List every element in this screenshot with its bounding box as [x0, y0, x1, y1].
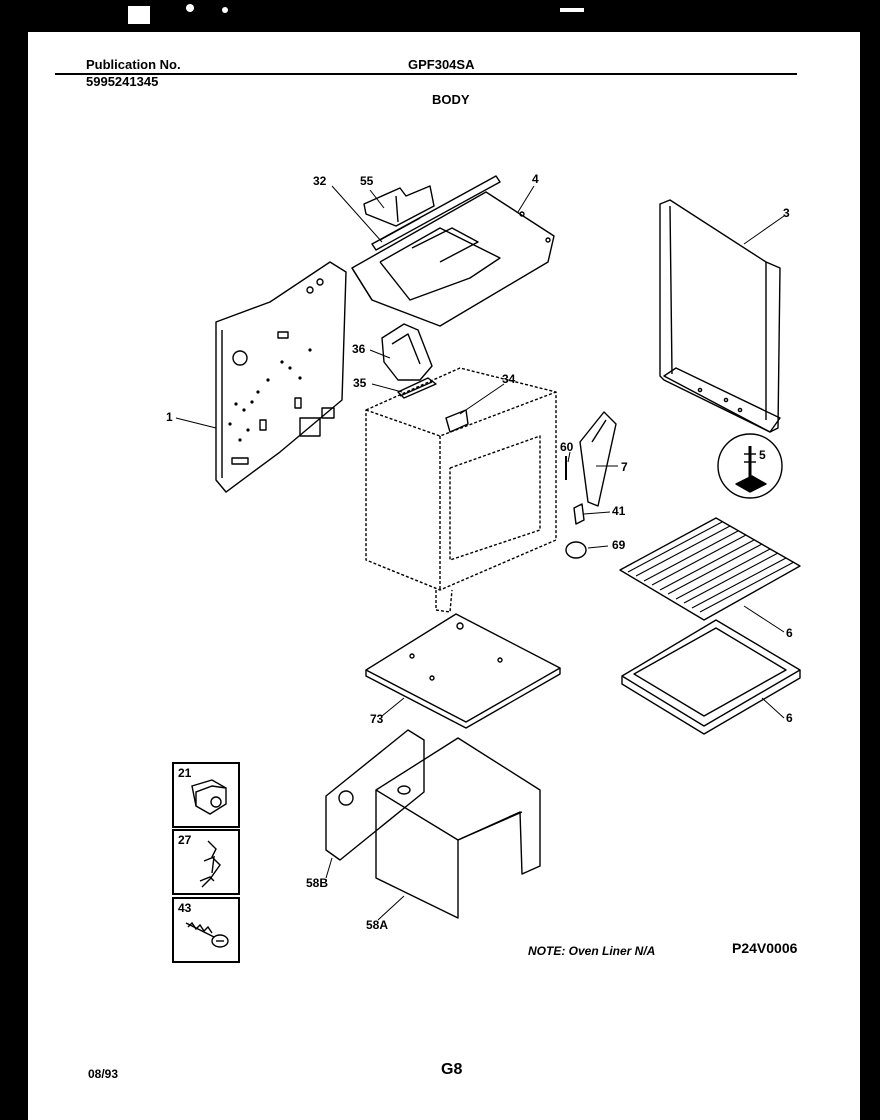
callout-4: 4 [532, 172, 539, 186]
part-4-top-panel [352, 192, 554, 326]
publication-label: Publication No. [86, 57, 181, 72]
model-number: GPF304SA [408, 57, 475, 72]
inset-number: 27 [178, 833, 192, 847]
callout-58b: 58B [306, 876, 329, 890]
part-8-broiler-pan [622, 620, 800, 734]
footer-date: 08/93 [88, 1067, 119, 1081]
inset-part-27: 27 [172, 829, 240, 895]
callout-58a: 58A [366, 918, 389, 932]
clip-icon [191, 779, 227, 815]
part-73-bottom-panel [366, 614, 560, 728]
oven-liner-note: NOTE: Oven Liner N/A [528, 944, 656, 958]
callout-1: 1 [166, 410, 173, 424]
part-41-bracket [574, 504, 584, 524]
oven-body-outline [366, 368, 556, 612]
part-55-bracket [364, 186, 434, 226]
part-36-duct [382, 324, 432, 380]
callout-32: 32 [313, 174, 327, 188]
inset-number: 21 [178, 766, 192, 780]
part-5-leveler-detail [718, 434, 782, 498]
part-58B-side-shield [326, 730, 424, 860]
callout-7: 7 [621, 460, 628, 474]
inset-part-43: 43 [172, 897, 240, 963]
callout-73: 73 [370, 712, 384, 726]
part-1-side-panel [216, 262, 346, 492]
part-6-oven-rack [620, 518, 800, 620]
callout-5: 5 [759, 448, 766, 462]
leader-lines [176, 186, 784, 920]
scan-noise [128, 4, 584, 24]
part-34-tab [446, 410, 468, 432]
callout-34: 34 [502, 372, 516, 386]
callout-35: 35 [353, 376, 367, 390]
part-69-gasket [566, 542, 586, 558]
callout-36: 36 [352, 342, 366, 356]
header-rule [55, 73, 797, 75]
inset-number: 43 [178, 901, 192, 915]
inset-part-21: 21 [172, 762, 240, 828]
callout-60: 60 [560, 440, 574, 454]
part-58A-hood [376, 738, 540, 918]
part-7-hinge [580, 412, 616, 506]
callout-6-rack: 6 [786, 626, 793, 640]
part-35-baffle [398, 378, 436, 398]
callout-3: 3 [783, 206, 790, 220]
page-number: G8 [441, 1061, 463, 1078]
callout-55: 55 [360, 174, 374, 188]
callout-8-broiler: 6 [786, 711, 793, 725]
part-3-back-panel [660, 200, 780, 432]
publication-number: 5995241345 [86, 74, 159, 89]
bracket-icon [199, 840, 221, 888]
diagram-code: P24V0006 [732, 940, 798, 956]
part-32-strip [372, 176, 500, 250]
section-title: BODY [432, 92, 470, 107]
callout-69: 69 [612, 538, 626, 552]
screw-icon [185, 921, 229, 948]
callout-41: 41 [612, 504, 626, 518]
